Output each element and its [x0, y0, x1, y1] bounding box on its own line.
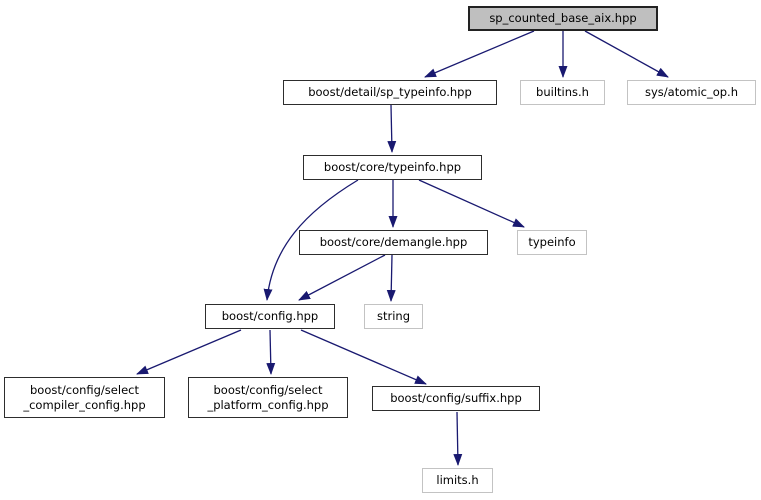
edge-core-typeinfo-to-typeinfo	[418, 179, 525, 228]
node-boost-config-suffix[interactable]: boost/config/suffix.hpp	[372, 386, 540, 411]
node-boost-config-select-compiler-config[interactable]: boost/config/select _compiler_config.hpp	[4, 377, 165, 418]
node-label: sp_counted_base_aix.hpp	[489, 11, 637, 26]
node-boost-core-demangle[interactable]: boost/core/demangle.hpp	[299, 230, 488, 255]
node-label-line1: boost/config/select	[213, 382, 323, 397]
node-label-line2: _compiler_config.hpp	[23, 397, 146, 412]
node-boost-core-typeinfo[interactable]: boost/core/typeinfo.hpp	[303, 155, 482, 180]
node-label: sys/atomic_op.h	[644, 85, 738, 100]
edge-config-to-select-compiler	[136, 329, 242, 375]
edge-demangle-to-string	[386, 254, 396, 302]
node-label: string	[376, 309, 410, 324]
edge-config-to-suffix	[300, 329, 427, 385]
node-label: boost/core/demangle.hpp	[319, 235, 468, 250]
edge-sp-typeinfo-to-core-typeinfo	[387, 104, 397, 153]
edge-main-to-sp-typeinfo	[424, 30, 535, 78]
node-label: boost/detail/sp_typeinfo.hpp	[308, 85, 472, 100]
node-string: string	[364, 304, 423, 329]
node-builtins-h: builtins.h	[520, 80, 605, 105]
edge-main-to-atomic-op	[584, 30, 669, 78]
node-limits-h: limits.h	[422, 468, 493, 493]
node-boost-detail-sp-typeinfo[interactable]: boost/detail/sp_typeinfo.hpp	[283, 80, 497, 105]
node-label: boost/config.hpp	[221, 309, 319, 324]
node-sp-counted-base-aix: sp_counted_base_aix.hpp	[468, 6, 658, 31]
node-label-line2: _platform_config.hpp	[207, 397, 329, 412]
edge-suffix-to-limits	[453, 411, 463, 466]
node-typeinfo: typeinfo	[517, 230, 587, 255]
node-sys-atomic-op-h: sys/atomic_op.h	[627, 80, 756, 105]
node-label: boost/core/typeinfo.hpp	[323, 160, 462, 175]
node-label: boost/config/suffix.hpp	[390, 391, 522, 406]
node-label: builtins.h	[536, 85, 589, 100]
edge-core-typeinfo-to-config	[263, 179, 359, 301]
node-boost-config[interactable]: boost/config.hpp	[205, 304, 335, 329]
node-boost-config-select-platform-config[interactable]: boost/config/select _platform_config.hpp	[188, 377, 348, 418]
node-label: limits.h	[436, 473, 479, 488]
node-label-line1: boost/config/select	[30, 382, 139, 397]
edge-config-to-select-platform	[266, 329, 276, 375]
node-label: typeinfo	[528, 235, 576, 250]
edge-demangle-to-config	[298, 254, 386, 301]
